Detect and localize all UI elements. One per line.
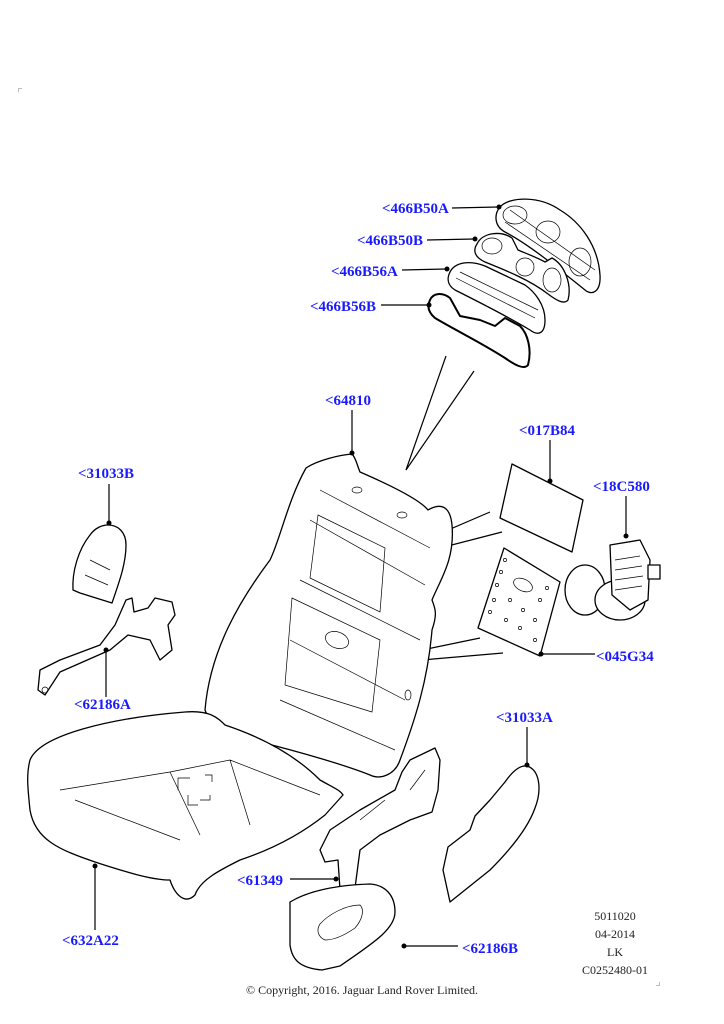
part-017B84[interactable] (499, 463, 584, 553)
part-62186B[interactable] (289, 883, 396, 971)
part-466B50A[interactable] (495, 198, 601, 294)
part-466B56B[interactable] (427, 293, 531, 368)
callout-466B50B[interactable]: <466B50B (357, 233, 424, 249)
drawing-meta: 5011020 04-2014 LK C0252480-01 (570, 907, 660, 979)
ref-number: 5011020 (594, 909, 636, 923)
callout-017B84[interactable]: <017B84 (519, 423, 576, 439)
callout-61349[interactable]: <61349 (237, 873, 284, 889)
drawing-date: 04-2014 (595, 927, 635, 941)
leader-lines (92, 204, 629, 949)
image-code: C0252480-01 (582, 963, 648, 977)
part-18C580[interactable] (564, 539, 661, 621)
crop-mark-bottom-right (656, 982, 660, 986)
part-62186A[interactable] (37, 597, 176, 696)
callout-466B56A[interactable]: <466B56A (331, 264, 398, 280)
callout-64810[interactable]: <64810 (325, 393, 372, 409)
callout-466B56B[interactable]: <466B56B (310, 299, 377, 315)
callout-632A22[interactable]: <632A22 (62, 933, 119, 949)
callout-62186B[interactable]: <62186B (462, 941, 519, 957)
part-632A22-seat-cushion[interactable] (27, 711, 344, 900)
part-31033A[interactable] (442, 765, 540, 903)
author-initials: LK (607, 945, 623, 959)
callout-62186A[interactable]: <62186A (74, 697, 131, 713)
part-31033B[interactable] (72, 524, 127, 604)
part-466B56A[interactable] (447, 261, 546, 334)
callout-31033A[interactable]: <31033A (496, 710, 553, 726)
part-64810-seat-back[interactable] (204, 453, 454, 778)
crop-mark-top-left (18, 88, 22, 92)
callout-045G34[interactable]: <045G34 (596, 649, 654, 665)
callout-466B50A[interactable]: <466B50A (382, 201, 449, 217)
part-466B50B[interactable] (474, 232, 570, 303)
part-045G34[interactable] (477, 547, 561, 657)
copyright-notice: © Copyright, 2016. Jaguar Land Rover Lim… (245, 983, 479, 997)
callout-31033B[interactable]: <31033B (78, 466, 135, 482)
callout-18C580[interactable]: <18C580 (593, 479, 650, 495)
